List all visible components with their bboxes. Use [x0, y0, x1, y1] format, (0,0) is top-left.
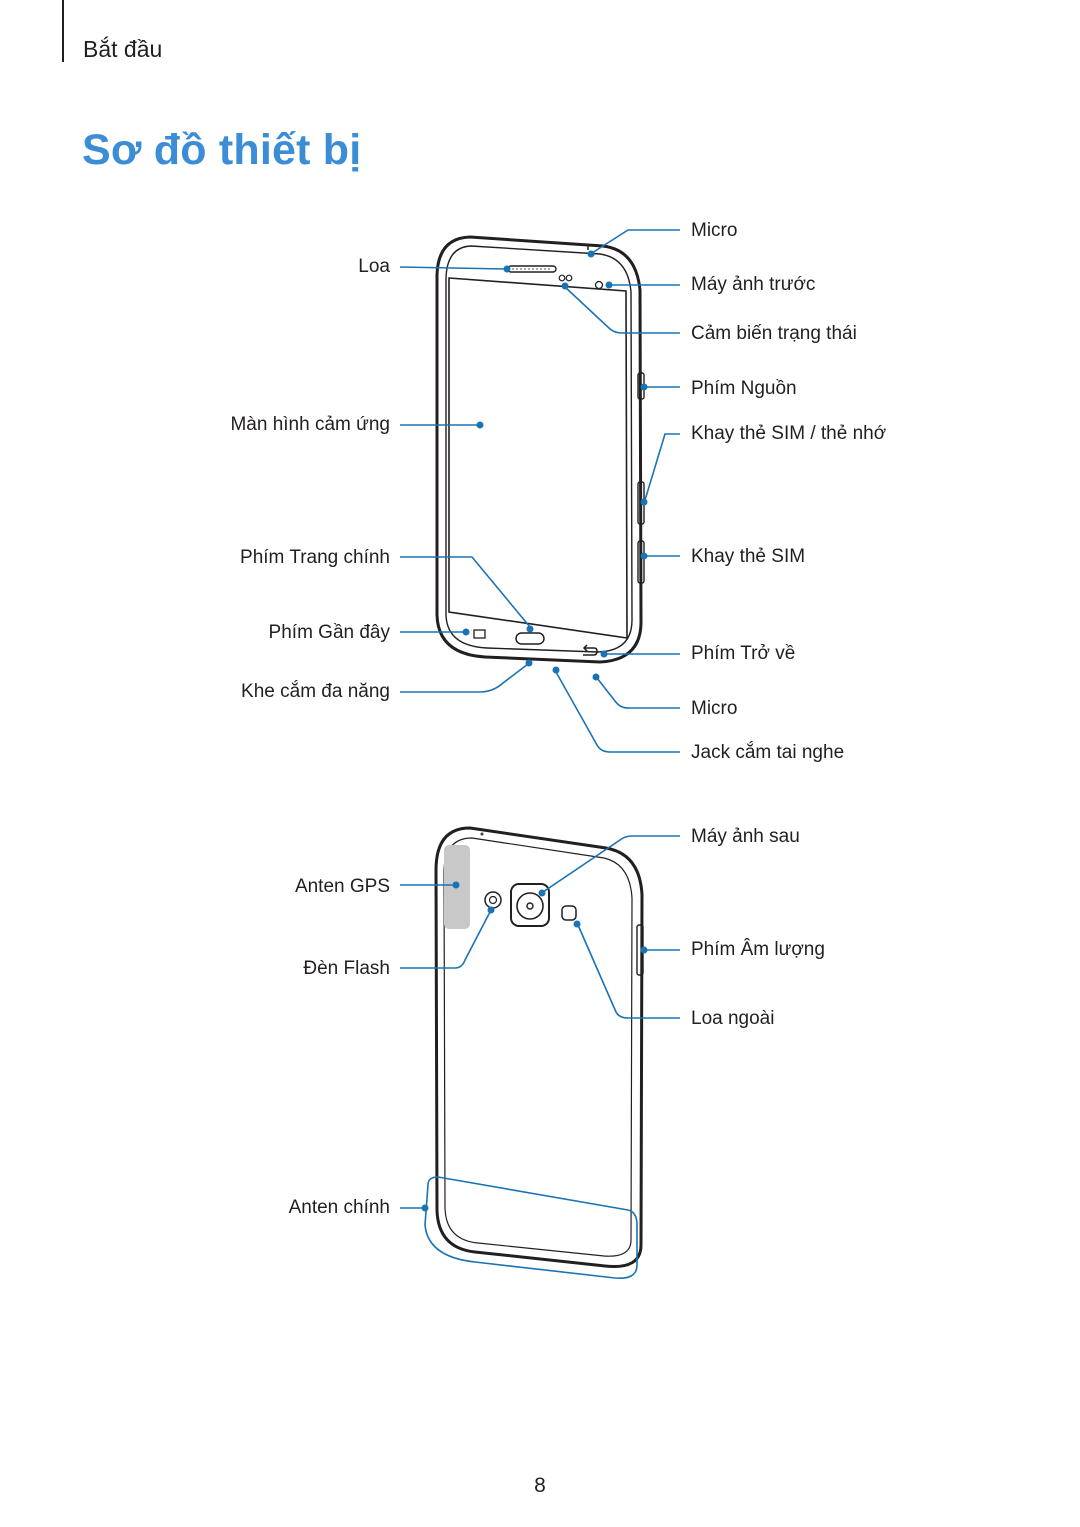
- label-front-camera: Máy ảnh trước: [691, 274, 816, 295]
- callout-dot-multipurpose-jack: [525, 659, 533, 667]
- label-main-antenna: Anten chính: [288, 1197, 390, 1218]
- label-rear-camera: Máy ảnh sau: [691, 826, 800, 847]
- callout-line-sim-memory-tray: [644, 433, 680, 501]
- callout-dot-sim-tray: [640, 552, 648, 560]
- callout-dot-back-key: [600, 650, 608, 658]
- callout-dot-mic-bottom: [592, 673, 600, 681]
- callout-line-flash: [400, 911, 491, 969]
- section-header: Bắt đầu: [83, 36, 163, 62]
- callout-line-loudspeaker: [577, 924, 680, 1019]
- back-outer-body: [434, 826, 644, 1269]
- callout-dot-proximity-sensor: [561, 282, 569, 290]
- callout-dot-flash: [487, 906, 495, 914]
- callout-dot-gps-antenna: [452, 881, 460, 889]
- main-antenna-region: [424, 1176, 638, 1280]
- callout-dot-recent-key: [462, 628, 470, 636]
- label-speaker: Loa: [358, 256, 390, 277]
- loudspeaker-grill: [561, 905, 577, 921]
- home-key-shape: [515, 632, 545, 645]
- label-loudspeaker: Loa ngoài: [691, 1008, 775, 1029]
- callout-line-proximity-sensor: [564, 286, 680, 334]
- front-callout-dots: [462, 250, 648, 681]
- label-back-key: Phím Trở về: [691, 643, 796, 664]
- label-sim-memory-tray: Khay thẻ SIM / thẻ nhớ: [691, 423, 887, 444]
- callout-dot-speaker: [503, 265, 511, 273]
- callout-dot-sim-memory-tray: [640, 498, 648, 506]
- label-power-key: Phím Nguồn: [691, 378, 797, 399]
- callout-dot-loudspeaker: [573, 920, 581, 928]
- label-recent-key: Phím Gần đây: [268, 622, 390, 643]
- back-callout-dots: [421, 881, 648, 1212]
- sensor-dot-2: [565, 274, 573, 282]
- side-rule: [62, 0, 64, 62]
- sensor-dot-1: [558, 274, 566, 282]
- callout-dot-rear-camera: [538, 889, 546, 897]
- callout-dot-earphone-jack: [552, 666, 560, 674]
- front-outer-body: [435, 235, 643, 664]
- callout-dot-home-key: [526, 625, 534, 633]
- callout-line-mic-top: [591, 229, 680, 254]
- callout-dot-touchscreen: [476, 421, 484, 429]
- label-flash: Đèn Flash: [303, 958, 390, 979]
- callout-line-earphone-jack: [555, 671, 680, 753]
- flash-core: [488, 895, 498, 905]
- label-home-key: Phím Trang chính: [240, 547, 390, 568]
- back-inner-edge: [443, 837, 633, 1257]
- label-mic-bottom: Micro: [691, 698, 738, 719]
- label-gps-antenna: Anten GPS: [294, 876, 390, 897]
- page-title: Sơ đồ thiết bị: [82, 126, 362, 174]
- label-earphone-jack: Jack cắm tai nghe: [691, 742, 845, 763]
- front-camera-lens: [594, 280, 604, 290]
- label-mic-top: Micro: [691, 220, 738, 241]
- callout-dot-front-camera: [605, 281, 613, 289]
- back-callouts: [400, 835, 680, 1280]
- label-sim-tray: Khay thẻ SIM: [691, 546, 806, 567]
- label-proximity-sensor: Cảm biến trạng thái: [691, 323, 857, 344]
- callout-line-mic-bottom: [596, 677, 680, 709]
- sim-tray-shape: [637, 540, 645, 584]
- label-touchscreen: Màn hình cảm ứng: [230, 414, 390, 435]
- rear-camera-lens-inner: [526, 902, 534, 910]
- callout-dot-mic-top: [587, 250, 595, 258]
- front-phone: [435, 235, 645, 664]
- recent-key-shape: [473, 629, 486, 639]
- label-volume-key: Phím Âm lượng: [691, 939, 825, 960]
- page-number: 8: [534, 1474, 546, 1497]
- callout-line-rear-camera: [542, 835, 680, 893]
- label-multipurpose-jack: Khe cắm đa năng: [241, 681, 390, 702]
- callout-dot-volume-key: [640, 946, 648, 954]
- rear-camera-lens-outer: [516, 892, 544, 920]
- callout-dot-power-key: [640, 383, 648, 391]
- callout-line-multipurpose-jack: [400, 663, 529, 693]
- callout-line-home-key: [400, 556, 531, 628]
- flash-ring: [484, 891, 502, 909]
- touchscreen: [448, 277, 628, 639]
- front-callouts: [399, 229, 680, 753]
- rear-camera-housing: [510, 883, 550, 927]
- front-inner-frame: [445, 245, 633, 653]
- callout-line-speaker: [399, 266, 506, 270]
- back-key-shape: [582, 644, 598, 656]
- callout-dot-main-antenna: [421, 1204, 429, 1212]
